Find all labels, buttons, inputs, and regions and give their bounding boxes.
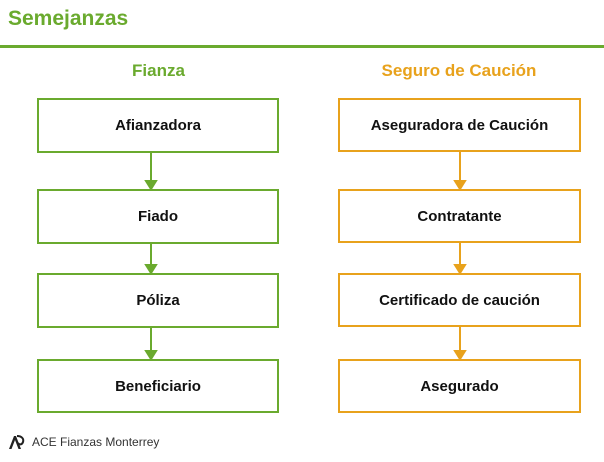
footer: ACE Fianzas Monterrey	[6, 432, 159, 452]
title-divider	[0, 45, 604, 48]
fianza-box-poliza: Póliza	[37, 273, 279, 328]
seguro-box-aseguradora: Aseguradora de Caución	[338, 98, 581, 152]
seguro-box-contratante: Contratante	[338, 189, 581, 243]
seguro-arrowhead-1	[453, 180, 467, 191]
seguro-arrowhead-3	[453, 350, 467, 361]
fianza-arrowhead-1	[144, 180, 158, 191]
fianza-arrowhead-3	[144, 350, 158, 361]
fianza-heading: Fianza	[132, 61, 185, 80]
seguro-box-certificado: Certificado de caución	[338, 273, 581, 327]
page-title: Semejanzas	[8, 7, 129, 30]
fianza-arrowhead-2	[144, 264, 158, 275]
footer-company-name: ACE Fianzas Monterrey	[32, 435, 160, 449]
fianza-box-afianzadora: Afianzadora	[37, 98, 279, 153]
fianza-box-fiado: Fiado	[37, 189, 279, 244]
ace-logo-icon	[6, 432, 26, 452]
seguro-arrowhead-2	[453, 264, 467, 275]
seguro-heading: Seguro de Caución	[381, 61, 537, 80]
fianza-box-beneficiario: Beneficiario	[37, 359, 279, 413]
